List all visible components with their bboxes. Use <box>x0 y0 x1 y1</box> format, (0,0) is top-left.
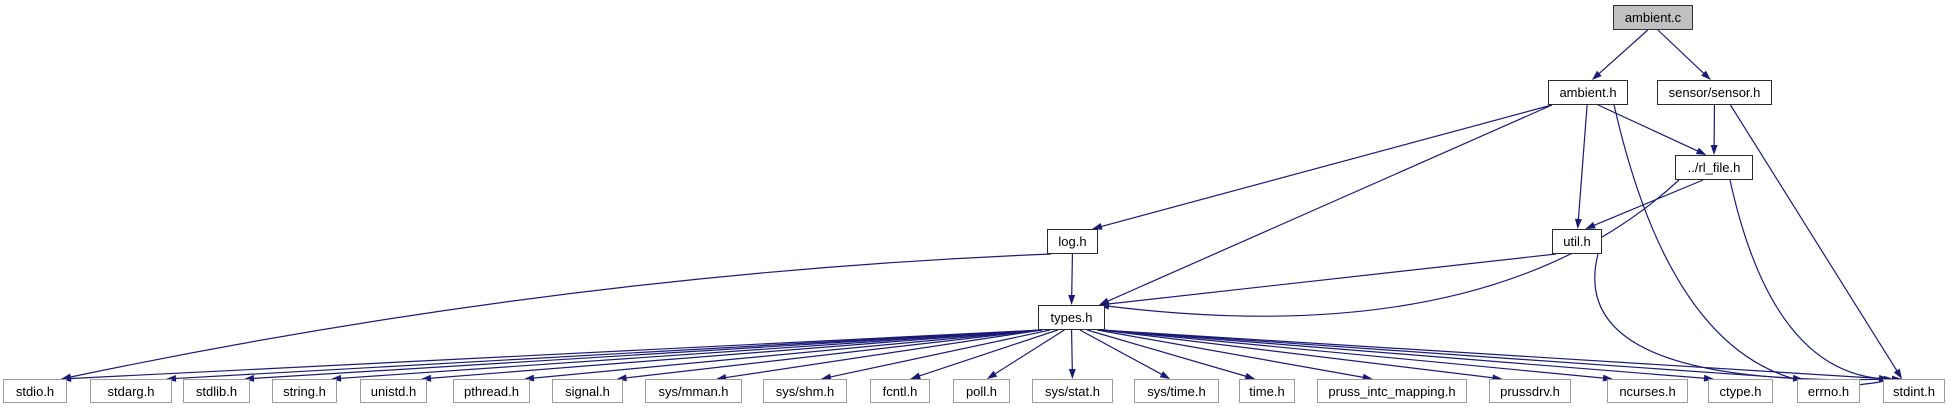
arrowhead-types-h-to-fcntl-h <box>910 372 921 380</box>
node-stdlib-h[interactable]: stdlib.h <box>183 379 250 403</box>
node-types-h[interactable]: types.h <box>1038 305 1105 330</box>
edge-ambient-c-to-sensor-sensor-h <box>1657 29 1706 75</box>
edge-rl-file-h-to-types-h <box>1106 179 1680 317</box>
node-ncurses-h[interactable]: ncurses.h <box>1607 379 1688 403</box>
node-prussdrv-h[interactable]: prussdrv.h <box>1489 379 1571 403</box>
node-errno-h[interactable]: errno.h <box>1797 379 1860 403</box>
edge-types-h-to-stdlib-h <box>251 329 1043 380</box>
arrowhead-types-h-to-stdint-h <box>1878 374 1889 382</box>
arrowhead-ambient-c-to-ambient-h <box>1591 70 1602 80</box>
arrowhead-types-h-to-stdlib-h <box>244 374 255 382</box>
arrowhead-sensor-sensor-h-to-stdint-h <box>1893 368 1903 379</box>
edge-rl-file-h-to-util-h <box>1592 179 1704 227</box>
edge-types-h-to-pruss-intc-mapping-h <box>1097 329 1365 379</box>
arrowhead-types-h-to-ctype-h <box>1703 374 1714 382</box>
arrowhead-log-h-to-types-h <box>1068 294 1076 305</box>
arrowhead-types-h-to-poll-h <box>986 370 998 379</box>
edge-ambient-h-to-log-h <box>1099 104 1553 228</box>
node-sys-mman-h[interactable]: sys/mman.h <box>645 379 742 403</box>
edge-util-h-to-stdint-h <box>1594 253 1886 381</box>
node-rl-file-h[interactable]: ../rl_file.h <box>1675 155 1753 180</box>
arrowhead-types-h-to-stdio-h <box>61 375 72 382</box>
arrowhead-util-h-to-types-h <box>1099 300 1110 308</box>
edge-log-h-to-stdio-h <box>68 253 1052 378</box>
arrowhead-types-h-to-sys-time-h <box>1159 371 1171 379</box>
arrowhead-types-h-to-stdarg-h <box>166 374 177 382</box>
node-sys-time-h[interactable]: sys/time.h <box>1134 379 1219 403</box>
arrowhead-types-h-to-time-h <box>1244 372 1256 380</box>
edge-types-h-to-sys-shm-h <box>828 329 1051 378</box>
arrowhead-types-h-to-signal-h <box>616 374 627 382</box>
arrowhead-types-h-to-pthread-h <box>524 374 535 382</box>
node-fcntl-h[interactable]: fcntl.h <box>870 379 930 403</box>
edge-types-h-to-errno-h <box>1100 329 1796 380</box>
node-util-h[interactable]: util.h <box>1552 229 1602 254</box>
edge-sensor-sensor-h-to-stdint-h <box>1729 104 1899 373</box>
edge-types-h-to-poll-h <box>993 329 1065 376</box>
node-signal-h[interactable]: signal.h <box>552 379 623 403</box>
edge-types-h-to-sys-mman-h <box>724 329 1043 379</box>
edge-types-h-to-ncurses-h <box>1100 329 1606 379</box>
edge-ambient-h-to-stdint-h <box>1613 104 1887 386</box>
node-ambient-c[interactable]: ambient.c <box>1613 5 1693 30</box>
edge-types-h-to-prussdrv-h <box>1100 329 1495 379</box>
node-sys-shm-h[interactable]: sys/shm.h <box>763 379 847 403</box>
node-stdio-h[interactable]: stdio.h <box>3 379 67 403</box>
arrowhead-sensor-sensor-h-to-rl-file-h <box>1710 144 1718 155</box>
edge-log-h-to-types-h <box>1071 253 1074 298</box>
node-ctype-h[interactable]: ctype.h <box>1708 379 1773 403</box>
arrowhead-types-h-to-errno-h <box>1792 374 1803 382</box>
arrowhead-ambient-h-to-log-h <box>1092 223 1103 230</box>
edge-types-h-to-sys-stat-h <box>1070 329 1073 372</box>
edge-rl-file-h-to-stdint-h <box>1729 179 1895 380</box>
arrowhead-types-h-to-unistd-h <box>421 374 432 382</box>
edge-ambient-c-to-ambient-h <box>1597 29 1649 76</box>
node-sensor-sensor-h[interactable]: sensor/sensor.h <box>1657 80 1772 105</box>
edge-types-h-to-ctype-h <box>1100 329 1707 379</box>
edge-types-h-to-pthread-h <box>531 329 1043 379</box>
edge-ambient-h-to-rl-file-h <box>1597 104 1700 153</box>
arrowhead-ambient-h-to-rl-file-h <box>1695 147 1707 155</box>
arrowhead-types-h-to-pruss-intc-mapping-h <box>1362 373 1373 381</box>
arrowhead-types-h-to-sys-stat-h <box>1068 368 1076 379</box>
edge-ambient-h-to-types-h <box>1106 104 1553 303</box>
node-poll-h[interactable]: poll.h <box>953 379 1010 403</box>
edge-types-h-to-sys-time-h <box>1079 329 1164 376</box>
node-pthread-h[interactable]: pthread.h <box>453 379 530 403</box>
arrowhead-rl-file-h-to-util-h <box>1585 221 1596 229</box>
edge-types-h-to-stdarg-h <box>173 329 1043 380</box>
arrowhead-types-h-to-string-h <box>331 374 342 382</box>
node-time-h[interactable]: time.h <box>1239 379 1295 403</box>
edge-ambient-h-to-util-h <box>1577 104 1588 222</box>
edge-types-h-to-signal-h <box>624 329 1043 379</box>
node-stdarg-h[interactable]: stdarg.h <box>90 379 172 403</box>
node-stdint-h[interactable]: stdint.h <box>1883 379 1945 403</box>
edge-types-h-to-string-h <box>338 329 1043 380</box>
edge-types-h-to-fcntl-h <box>917 329 1058 378</box>
node-ambient-h[interactable]: ambient.h <box>1548 80 1628 105</box>
node-log-h[interactable]: log.h <box>1047 229 1098 254</box>
node-unistd-h[interactable]: unistd.h <box>360 379 427 403</box>
arrowhead-ambient-h-to-util-h <box>1574 218 1582 229</box>
arrowhead-types-h-to-ncurses-h <box>1602 374 1613 382</box>
node-string-h[interactable]: string.h <box>272 379 337 403</box>
edge-types-h-to-stdio-h <box>68 329 1043 380</box>
node-sys-stat-h[interactable]: sys/stat.h <box>1032 379 1113 403</box>
edge-types-h-to-time-h <box>1086 329 1248 378</box>
node-pruss-intc-mapping-h[interactable]: pruss_intc_mapping.h <box>1317 379 1467 403</box>
edge-types-h-to-unistd-h <box>428 329 1043 379</box>
arrowhead-ambient-c-to-sensor-sensor-h <box>1701 70 1711 80</box>
arrowhead-types-h-to-sys-shm-h <box>820 373 832 381</box>
edge-util-h-to-types-h <box>1106 253 1557 305</box>
edge-types-h-to-stdint-h <box>1100 329 1882 380</box>
